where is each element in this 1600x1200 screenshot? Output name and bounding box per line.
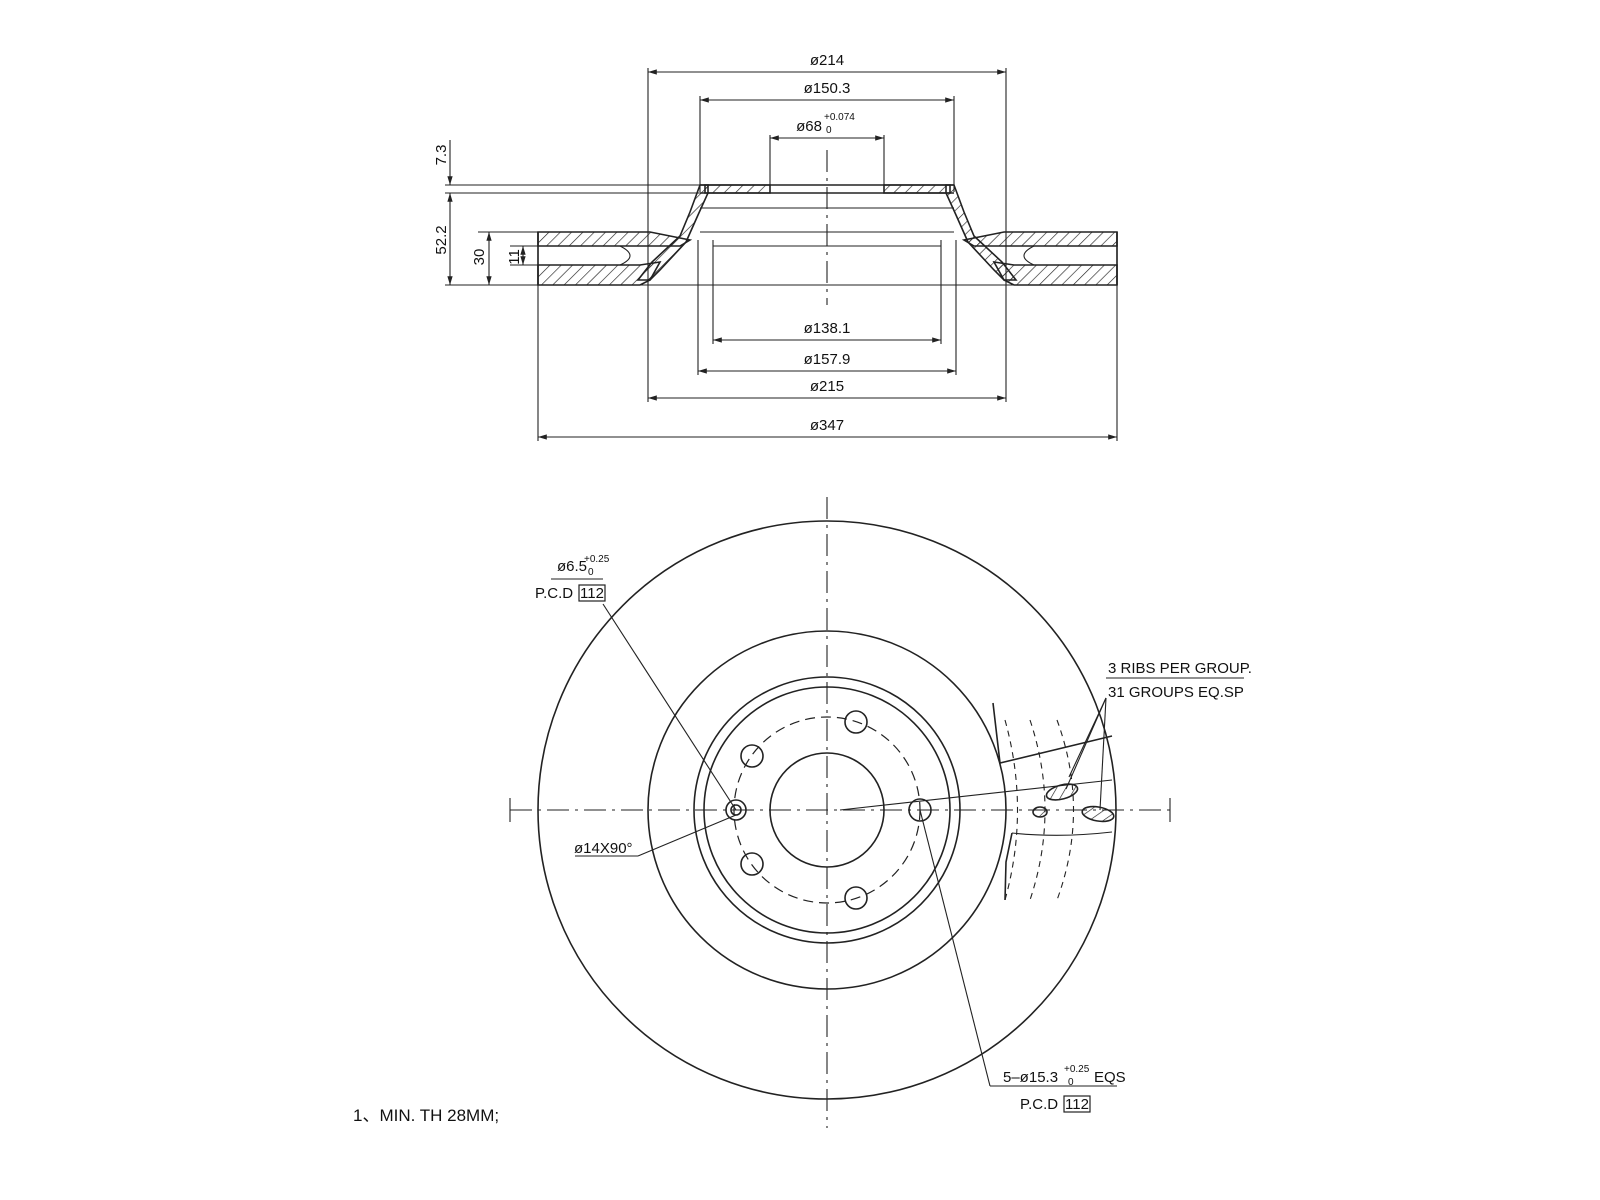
hole-tol-upper: +0.25 — [584, 554, 610, 565]
bolt-suffix: EQS — [1094, 1069, 1126, 1086]
dim-h30: 30 — [471, 249, 488, 266]
bolt-prefix: 5–ø15.3 — [1003, 1069, 1058, 1086]
dim-d68-tol-lower: 0 — [826, 125, 832, 136]
bolt-tol-upper: +0.25 — [1064, 1064, 1090, 1075]
dim-d150-3: ø150.3 — [804, 80, 851, 97]
dim-d138-1: ø138.1 — [804, 320, 851, 337]
dim-d68-tol-upper: +0.074 — [824, 112, 855, 123]
bolt-hole — [740, 744, 764, 768]
bolt-pcd-value: 112 — [1065, 1096, 1089, 1113]
dim-d157-9: ø157.9 — [804, 351, 851, 368]
dim-h7-3: 7.3 — [433, 145, 450, 166]
bolt-hole — [844, 886, 868, 910]
dim-h11: 11 — [506, 249, 523, 265]
dim-d347: ø347 — [810, 417, 844, 434]
side-section-view — [445, 68, 1118, 441]
chamfer-label: ø14X90° — [574, 840, 633, 857]
hole-pcd-label: P.C.D — [535, 585, 573, 602]
bolt-hole — [740, 852, 764, 876]
bolt-tol-lower: 0 — [1068, 1077, 1074, 1088]
note-min-thickness: 1、MIN. TH 28MM; — [353, 1106, 499, 1125]
dim-d215: ø215 — [810, 378, 844, 395]
ribs-line1: 3 RIBS PER GROUP. — [1108, 660, 1252, 677]
hole-dia: ø6.5 — [557, 558, 587, 575]
front-view — [509, 497, 1244, 1128]
bolt-hole — [908, 798, 932, 822]
dim-h52-2: 52.2 — [433, 225, 450, 254]
ribs-line2: 31 GROUPS EQ.SP — [1108, 684, 1244, 701]
bolt-pcd-box — [1063, 1095, 1091, 1113]
hole-pcd-box — [578, 584, 606, 602]
hole-pcd-value: 112 — [580, 585, 604, 602]
dim-d214: ø214 — [810, 52, 844, 69]
hole-tol-lower: 0 — [588, 567, 594, 578]
bolt-pcd-label: P.C.D — [1020, 1096, 1058, 1113]
dim-d68: ø68 — [796, 118, 822, 135]
bolt-hole — [844, 710, 868, 734]
